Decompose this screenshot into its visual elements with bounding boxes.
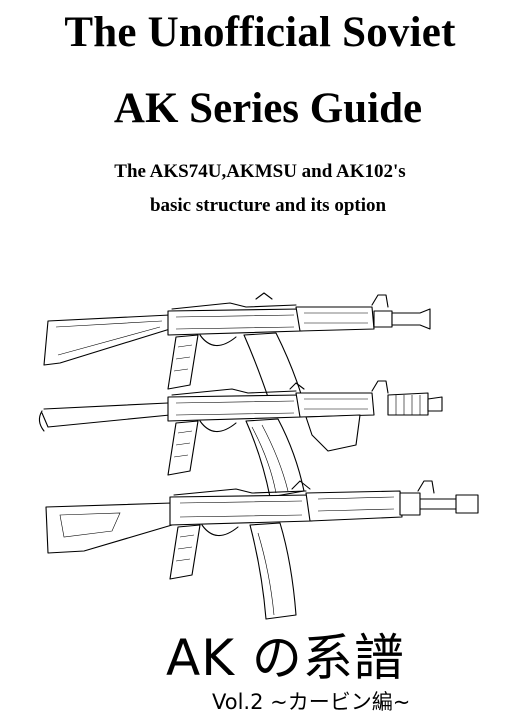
japanese-title: AK の系譜 <box>166 629 405 687</box>
rifle-aks74u-drawing-icon <box>43 292 431 404</box>
subtitle-line-2: basic structure and its option <box>149 195 387 216</box>
title-line-1: The Unofficial Soviet <box>64 9 456 56</box>
volume-subtitle: Vol.2 ~カービン編~ <box>212 690 411 714</box>
subtitle-line-1: The AKS74U,AKMSU and AK102's <box>114 161 406 182</box>
rifle-ak102-drawing-icon <box>45 480 479 620</box>
rifle-illustrations <box>38 292 479 620</box>
rifle-akmsu-drawing-icon <box>38 380 443 498</box>
title-line-2: AK Series Guide <box>113 85 423 132</box>
